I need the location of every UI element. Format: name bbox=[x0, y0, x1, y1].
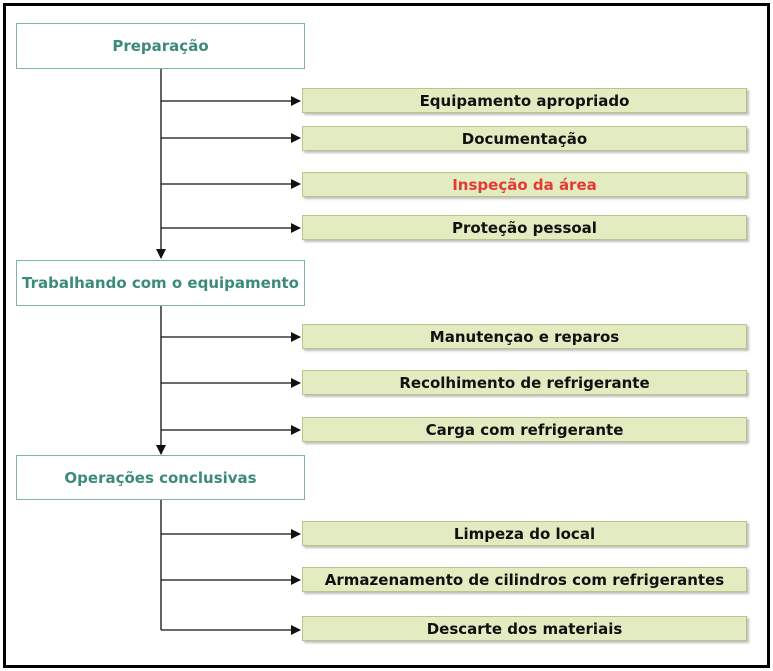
step-limpeza-local: Limpeza do local bbox=[302, 521, 747, 546]
step-equipamento-apropriado: Equipamento apropriado bbox=[302, 88, 747, 113]
step-armazenamento-cilindros: Armazenamento de cilindros com refrigera… bbox=[302, 567, 747, 592]
phase-box-trabalhando: Trabalhando com o equipamento bbox=[16, 260, 305, 306]
phase-box-preparacao: Preparação bbox=[16, 23, 305, 69]
step-descarte-materiais: Descarte dos materiais bbox=[302, 616, 747, 641]
step-protecao-pessoal: Proteção pessoal bbox=[302, 215, 747, 240]
step-carga-refrigerante: Carga com refrigerante bbox=[302, 417, 747, 442]
step-inspecao-da-area: Inspeção da área bbox=[302, 172, 747, 197]
step-manutencao-reparos: Manutençao e reparos bbox=[302, 324, 747, 349]
phase-box-operacoes-conclusivas: Operações conclusivas bbox=[16, 455, 305, 500]
step-documentacao: Documentação bbox=[302, 126, 747, 151]
step-recolhimento-refrigerante: Recolhimento de refrigerante bbox=[302, 370, 747, 395]
